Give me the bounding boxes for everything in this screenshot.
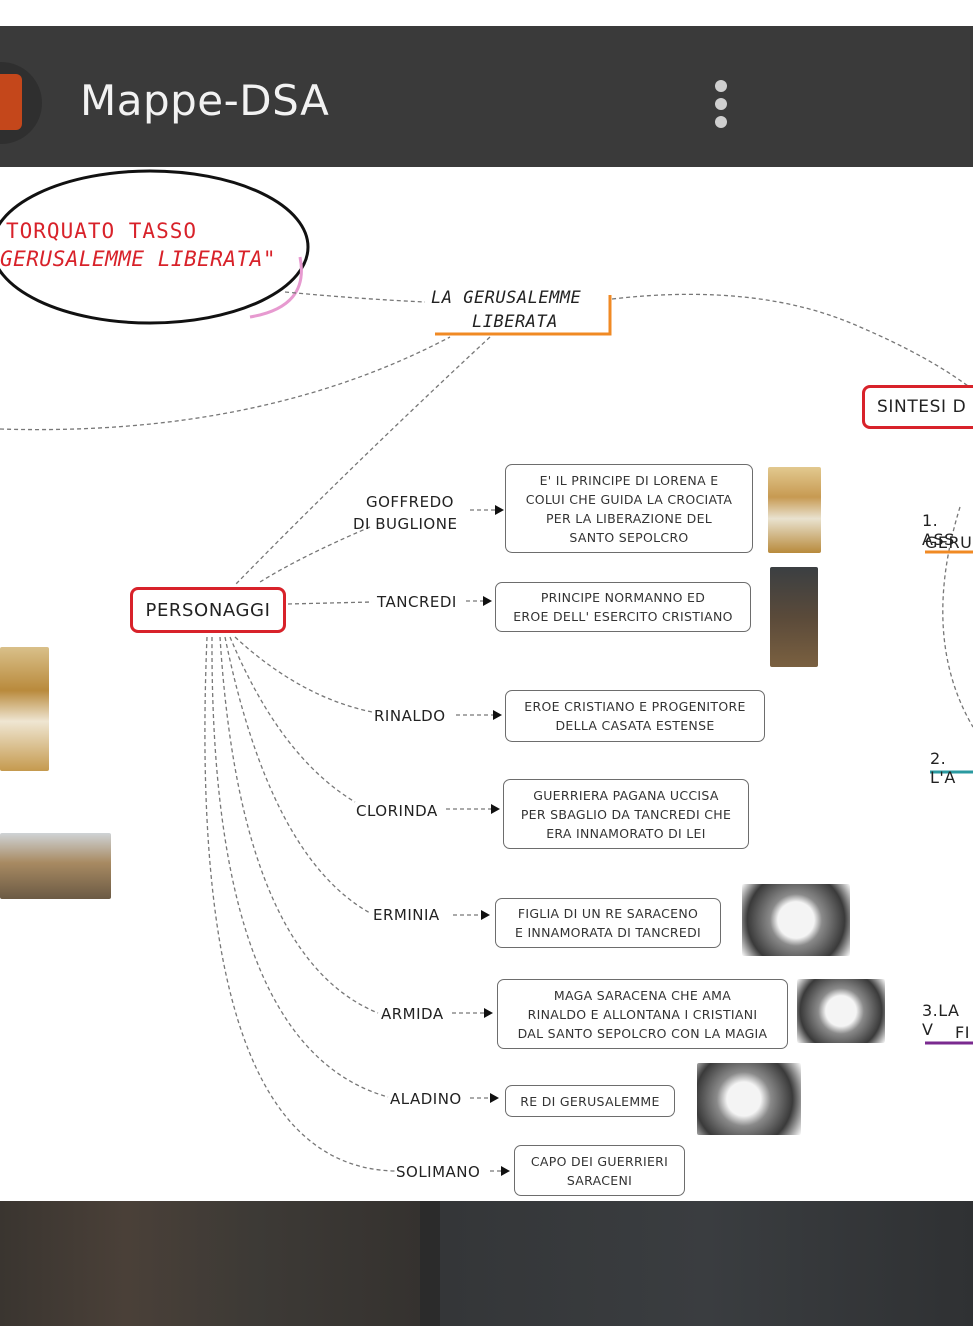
mind-map-image: TORQUATO TASSO GERUSALEMME LIBERATA" LA … bbox=[0, 167, 973, 1201]
app-logo-icon bbox=[0, 74, 22, 130]
related-map-thumb-2[interactable] bbox=[440, 1201, 973, 1326]
related-map-thumb-1[interactable] bbox=[0, 1201, 420, 1326]
status-bar bbox=[0, 0, 973, 26]
right-item-1-line1: 1. ASS bbox=[922, 511, 955, 549]
personaggi-node: PERSONAGGI bbox=[130, 587, 286, 633]
char-name-clorinda: CLORINDA bbox=[356, 802, 438, 820]
app-bar: Mappe-DSA bbox=[0, 26, 973, 167]
right-item-1-line2: GERUS bbox=[925, 533, 973, 552]
app-title: Mappe-DSA bbox=[80, 76, 330, 125]
map-title-line1: TORQUATO TASSO bbox=[6, 219, 198, 243]
related-maps-strip[interactable] bbox=[0, 1201, 973, 1326]
sintesi-node: SINTESI D bbox=[862, 385, 973, 429]
char-name-armida: ARMIDA bbox=[381, 1005, 444, 1023]
left-crusader-image bbox=[0, 647, 49, 771]
tancredi-portrait-image bbox=[770, 567, 818, 667]
char-name-rinaldo: RINALDO bbox=[374, 707, 446, 725]
char-name-aladino: ALADINO bbox=[390, 1090, 462, 1108]
aladino-engraving-image bbox=[697, 1063, 801, 1135]
central-topic-line1: LA GERUSALEMME bbox=[431, 288, 582, 308]
erminia-engraving-image bbox=[742, 884, 850, 956]
map-title-line2: GERUSALEMME LIBERATA" bbox=[0, 247, 277, 271]
connector-lines bbox=[0, 169, 973, 1176]
more-vert-icon[interactable] bbox=[706, 74, 736, 134]
left-city-image bbox=[0, 833, 111, 899]
char-name-erminia: ERMINIA bbox=[373, 906, 440, 924]
central-topic-line2: LIBERATA bbox=[472, 312, 558, 332]
goffredo-portrait-image bbox=[768, 467, 821, 553]
armida-engraving-image bbox=[797, 979, 885, 1043]
char-name-goffredo-1: GOFFREDO bbox=[366, 493, 454, 511]
right-item-3-line2: FI bbox=[955, 1023, 970, 1042]
char-desc-aladino: RE DI GERUSALEMME bbox=[505, 1085, 675, 1117]
char-name-tancredi: TANCREDI bbox=[377, 593, 457, 611]
char-name-solimano: SOLIMANO bbox=[396, 1163, 481, 1181]
right-item-3-line1: 3.LA V bbox=[922, 1001, 960, 1039]
char-name-goffredo-2: DI BUGLIONE bbox=[353, 515, 458, 533]
right-item-2-line1: 2. L'A bbox=[930, 749, 956, 787]
